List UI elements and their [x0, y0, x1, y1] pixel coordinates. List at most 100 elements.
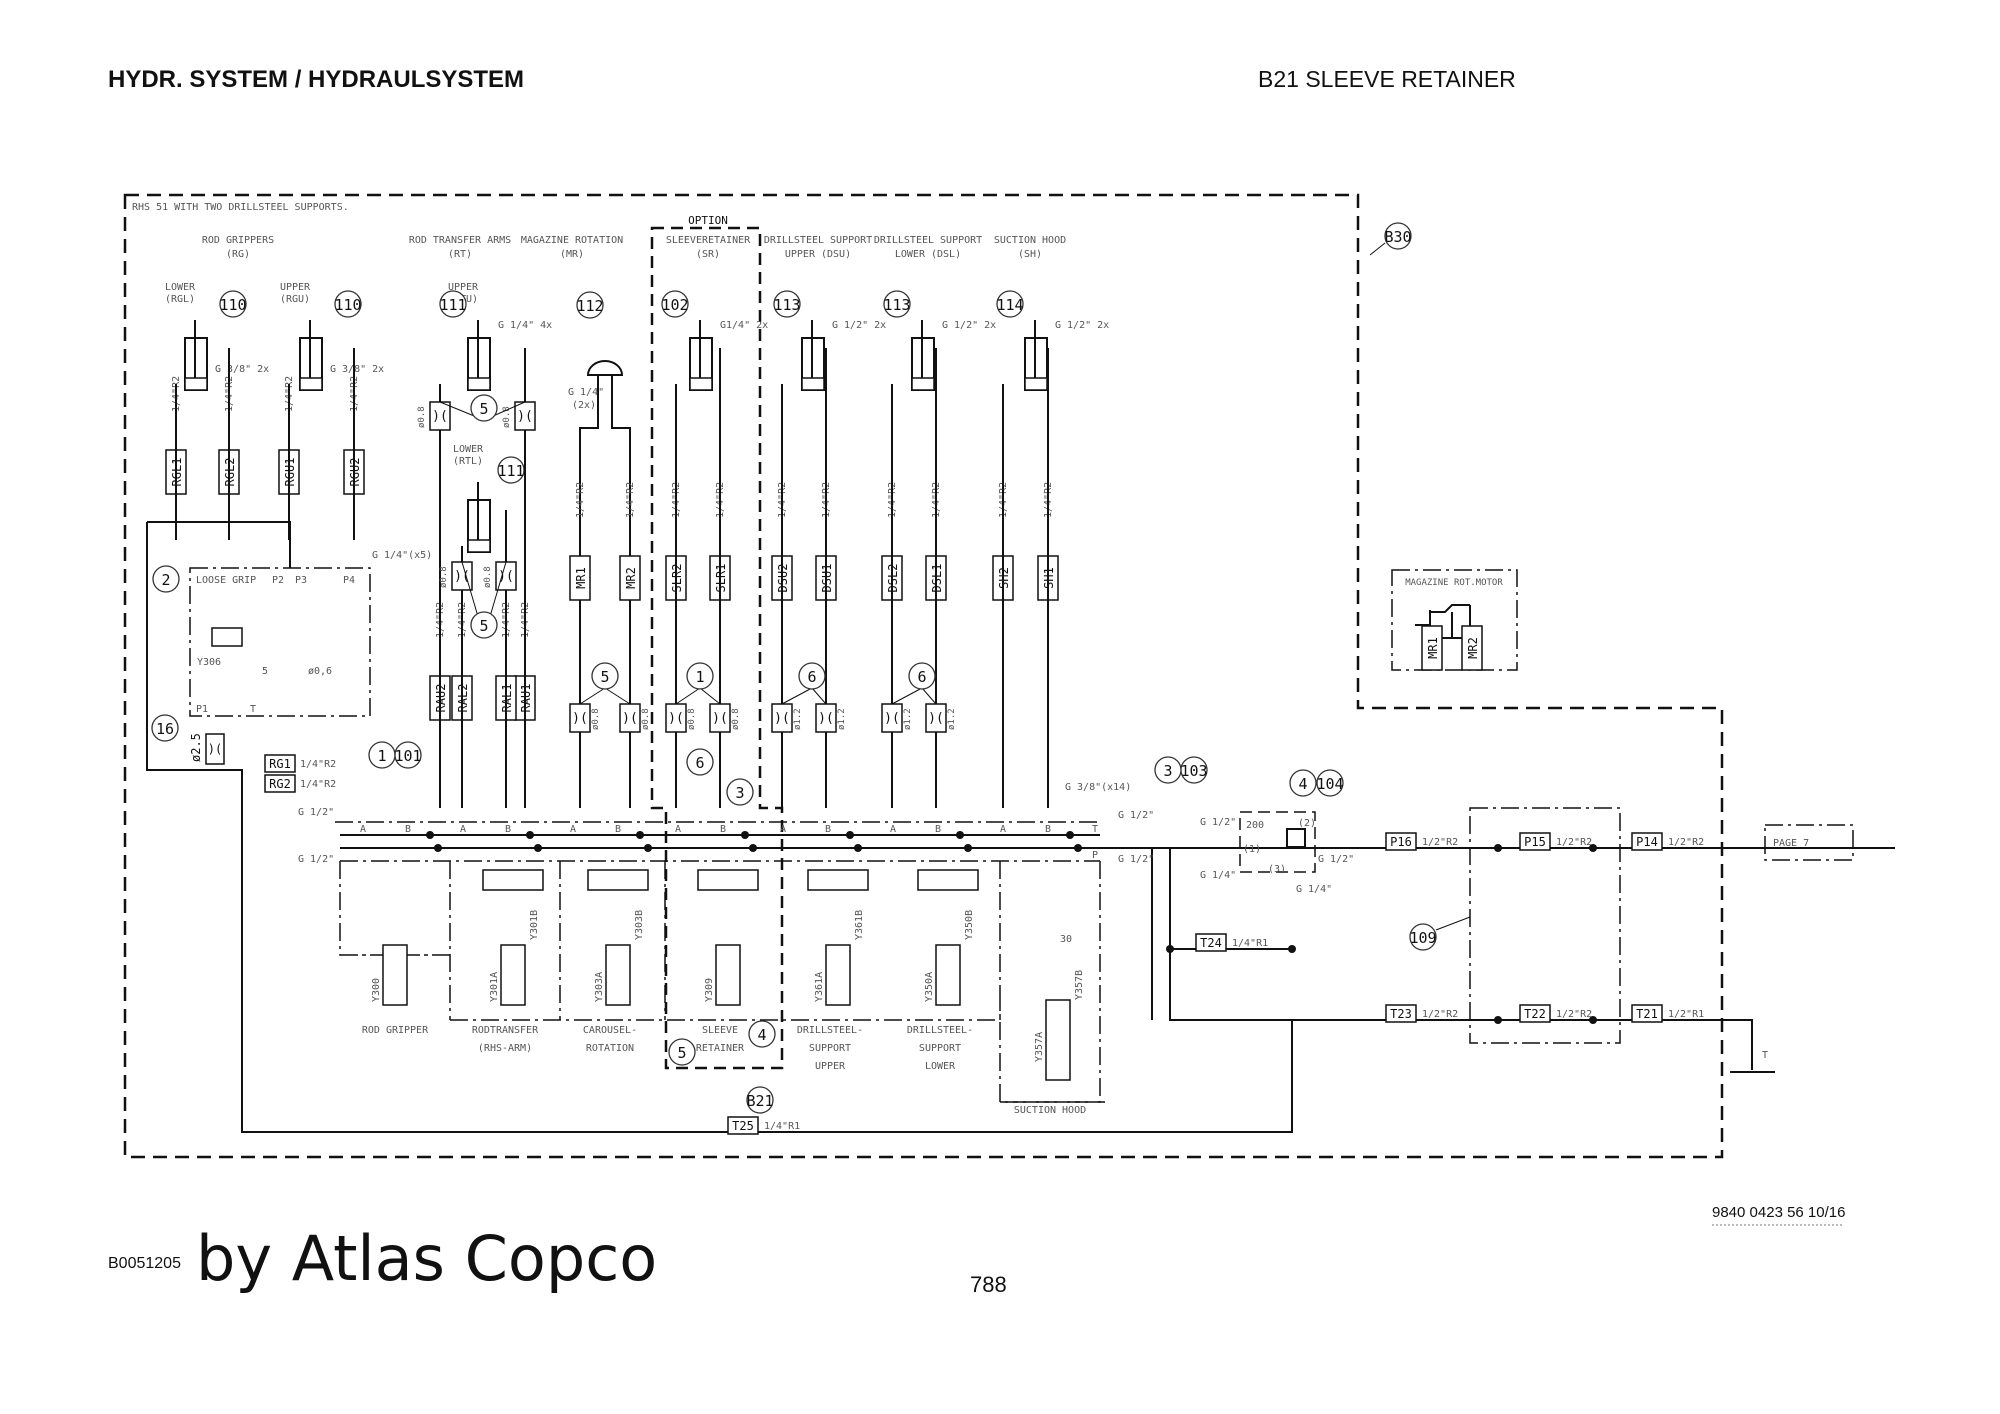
hose-tag-t22: T22: [1524, 1007, 1546, 1021]
restrictor-ref: 6: [807, 668, 816, 686]
section-label: SUCTION HOOD: [1014, 1105, 1086, 1116]
section-label: LOWER: [925, 1061, 956, 1072]
valve-y303b: Y303B: [634, 910, 645, 940]
port-a: A: [675, 824, 681, 835]
relief-5: 5: [262, 666, 268, 677]
rv-port-1: (1): [1243, 844, 1261, 855]
hose-spec: 1/2"R2: [1668, 837, 1704, 848]
sr-ref-5-circle: [668, 1038, 696, 1066]
junction-dot: [741, 831, 749, 839]
check-valve-block-icon: [697, 869, 759, 891]
port-label: G 1/2" 2x: [942, 320, 996, 331]
ref-114: 114: [996, 296, 1023, 314]
frame-ref-b30-circle: [1384, 222, 1412, 250]
cylinder-name: LOWER: [165, 282, 196, 293]
group-title: DRILLSTEEL SUPPORT: [764, 235, 872, 246]
restrictor-ref-circle: [686, 662, 714, 690]
manifold-outlet: G 1/2": [1118, 810, 1154, 821]
restrictor-glyph: )(: [432, 409, 448, 424]
section-label: RETAINER: [696, 1043, 745, 1054]
manifold-outlet: G 1/2": [1118, 854, 1154, 865]
system-frame: [123, 193, 1724, 1159]
junction-dot: [964, 844, 972, 852]
junction-dot: [749, 844, 757, 852]
group-abbr: (MR): [560, 249, 584, 260]
leader: [604, 687, 631, 705]
hose-spec: 1/4"R2: [575, 482, 586, 518]
restrictor-ref-16: 16: [156, 720, 174, 738]
restrictor-ref: 1: [695, 668, 704, 686]
port-label: (2x): [572, 400, 596, 411]
directional-valve-icon: [1045, 999, 1071, 1081]
valve-y301a: Y301A: [489, 972, 500, 1002]
sr-ref-4: 4: [757, 1026, 766, 1044]
restrictor-glyph: )(: [498, 569, 514, 584]
restrictor-ref-circle: [470, 394, 498, 422]
check-valve-block-icon: [587, 869, 649, 891]
section-label: UPPER: [815, 1061, 846, 1072]
restrictor-size: ø2.5: [189, 733, 203, 762]
hose-tag-t25: T25: [732, 1119, 754, 1133]
hose-tag-t24-box: [1195, 933, 1227, 952]
junction-dot: [1074, 844, 1082, 852]
rv-ref-4: 4: [1298, 775, 1307, 793]
restrictor-ref-16-circle: [151, 714, 179, 742]
directional-valve-icon: [500, 944, 526, 1006]
hose-spec: 1/4"R2: [300, 779, 336, 790]
valve-y361b: Y361B: [854, 910, 865, 940]
rv-ref-104-circle: [1316, 769, 1344, 797]
group-title: SLEEVERETAINER: [666, 235, 751, 246]
restrictor-glyph: )(: [517, 409, 533, 424]
ref-110: 110: [219, 296, 246, 314]
leader: [579, 687, 606, 705]
port-a: A: [360, 824, 366, 835]
orifice-06: ø0,6: [308, 666, 332, 677]
valve-y303a: Y303A: [594, 972, 605, 1002]
ref-111-circle: [439, 290, 467, 318]
leader: [1435, 916, 1471, 931]
port-label: G1/4" 2x: [720, 320, 768, 331]
hose-spec: 1/2"R2: [1422, 837, 1458, 848]
leader: [675, 687, 701, 705]
block-ref-109-circle: [1409, 923, 1437, 951]
restrictor-ref-circle: [470, 611, 498, 639]
junction-dot: [534, 844, 542, 852]
hose-tag-t22-box: [1519, 1004, 1551, 1023]
group-title: MAGAZINE ROTATION: [521, 235, 623, 246]
section-label: ROTATION: [586, 1043, 634, 1054]
junction-dot: [854, 844, 862, 852]
section-label: DRILLSTEEL-: [797, 1025, 863, 1036]
restrictor-size: ø0.8: [502, 406, 512, 428]
port-b: B: [615, 824, 621, 835]
valve-ref-2-circle: [152, 565, 180, 593]
rv-conn: G 1/4": [1296, 884, 1332, 895]
port-label: G 3/8" 2x: [215, 364, 269, 375]
cylinder-cap: [1024, 377, 1048, 391]
ref-110-circle: [334, 290, 362, 318]
restrictor-glyph: )(: [884, 711, 900, 726]
rv-ref-104: 104: [1316, 775, 1343, 793]
ref-113-circle: [883, 290, 911, 318]
group-title: ROD TRANSFER ARMS: [409, 235, 511, 246]
group-abbr: UPPER (DSU): [785, 249, 851, 260]
hose-spec: 1/4"R2: [300, 759, 336, 770]
block-109: [1469, 807, 1621, 1044]
valve-ref-2: 2: [161, 571, 170, 589]
group-abbr: (RG): [226, 249, 250, 260]
motor-port-mr2-box: [1461, 625, 1483, 671]
hose-tag-rg1-box: [264, 754, 296, 773]
hose-tag-rg2-box: [264, 774, 296, 793]
ref-110-circle: [219, 290, 247, 318]
hose-spec: 1/2"R2: [1556, 1009, 1592, 1020]
hose-tag-p15-box: [1519, 832, 1551, 851]
option-label: OPTION: [688, 214, 728, 227]
cylinder-cap: [911, 377, 935, 391]
restrictor-size: ø1.2: [793, 708, 803, 730]
hose-spec: 1/2"R2: [1556, 837, 1592, 848]
hose-tag-t21: T21: [1636, 1007, 1658, 1021]
document-number-underline: [1712, 1224, 1842, 1226]
port-b: B: [720, 824, 726, 835]
ref-102-circle: [661, 290, 689, 318]
restrictor-icon: [205, 733, 225, 765]
